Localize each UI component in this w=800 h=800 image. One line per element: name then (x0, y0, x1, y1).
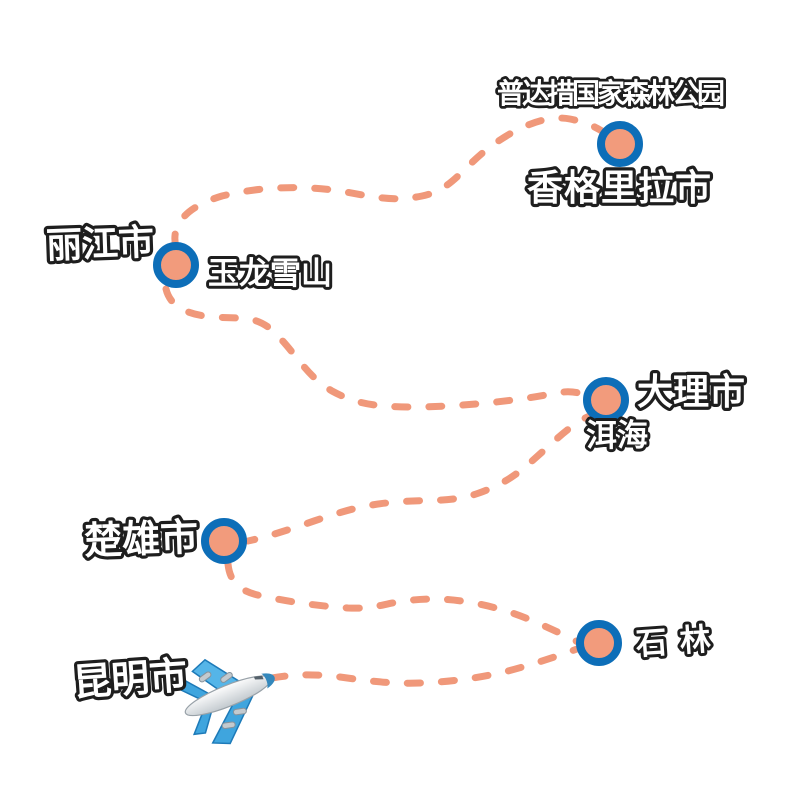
label-yulongxueshan: 玉龙雪山 (208, 256, 332, 292)
marker-shangrila[interactable] (597, 121, 643, 167)
city-markers (153, 121, 643, 666)
route-lijiang-dali (162, 285, 596, 411)
label-lijiang: 丽江市 (45, 222, 154, 267)
label-kunming: 昆明市 (72, 653, 189, 705)
map-labels: 普达措国家森林公园 香格里拉市 丽江市 玉龙雪山 大理市 洱海 楚雄市 石林 昆… (42, 74, 748, 708)
marker-dali[interactable] (583, 377, 629, 423)
airplane-engine (232, 707, 247, 716)
airplane-cockpit (253, 675, 264, 680)
marker-lijiang[interactable] (153, 242, 199, 288)
label-erhai: 洱海 (586, 418, 648, 454)
airplane-nose (261, 673, 275, 689)
route-dali-chuxiong (244, 409, 601, 545)
airplane-engine (221, 721, 236, 730)
label-pudacuo: 普达措国家森林公园 (497, 77, 724, 110)
marker-shilin[interactable] (576, 620, 622, 666)
airplane-engine (198, 671, 212, 683)
route-chuxiong-shilin (224, 560, 584, 647)
label-shilin: 石林 (634, 621, 725, 663)
label-shangrila: 香格里拉市 (527, 168, 712, 209)
label-chuxiong: 楚雄市 (83, 515, 198, 563)
route-lijiang-shangrila (171, 114, 617, 251)
marker-chuxiong[interactable] (201, 518, 247, 564)
airplane-icon[interactable] (168, 638, 291, 755)
airplane-engine (220, 671, 233, 683)
label-dali: 大理市 (637, 372, 745, 413)
route-lines (162, 114, 617, 687)
route-kunming-shilin (268, 645, 581, 687)
